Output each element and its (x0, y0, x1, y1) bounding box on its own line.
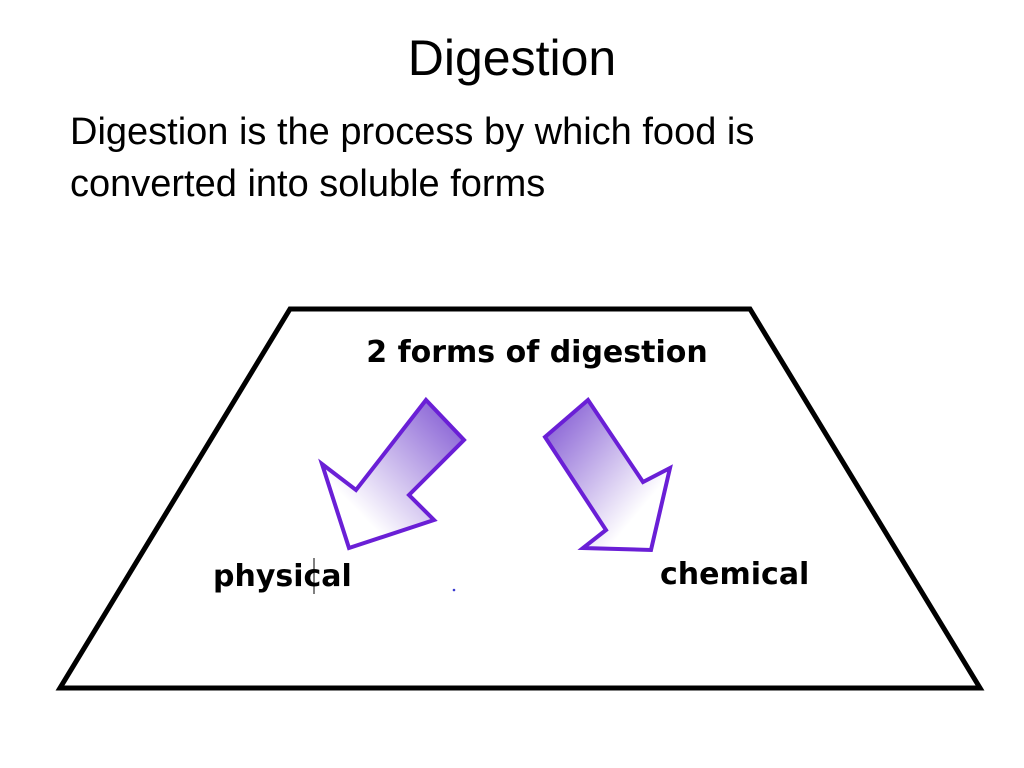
arrow-down-left-icon (318, 396, 467, 551)
body-line-1: Digestion is the process by which food i… (70, 111, 755, 153)
stray-dot (452, 588, 456, 592)
diagram-heading: 2 forms of digestion (366, 335, 707, 370)
trapezoid-outline (55, 306, 985, 691)
physical-label: physical (213, 559, 352, 594)
arrow-down-right-icon (542, 397, 673, 553)
body-line-2: converted into soluble forms (70, 163, 546, 205)
slide-title: Digestion (407, 30, 617, 86)
slide-body: Digestion is the process by which food i… (70, 106, 970, 210)
chemical-label: chemical (660, 557, 809, 592)
